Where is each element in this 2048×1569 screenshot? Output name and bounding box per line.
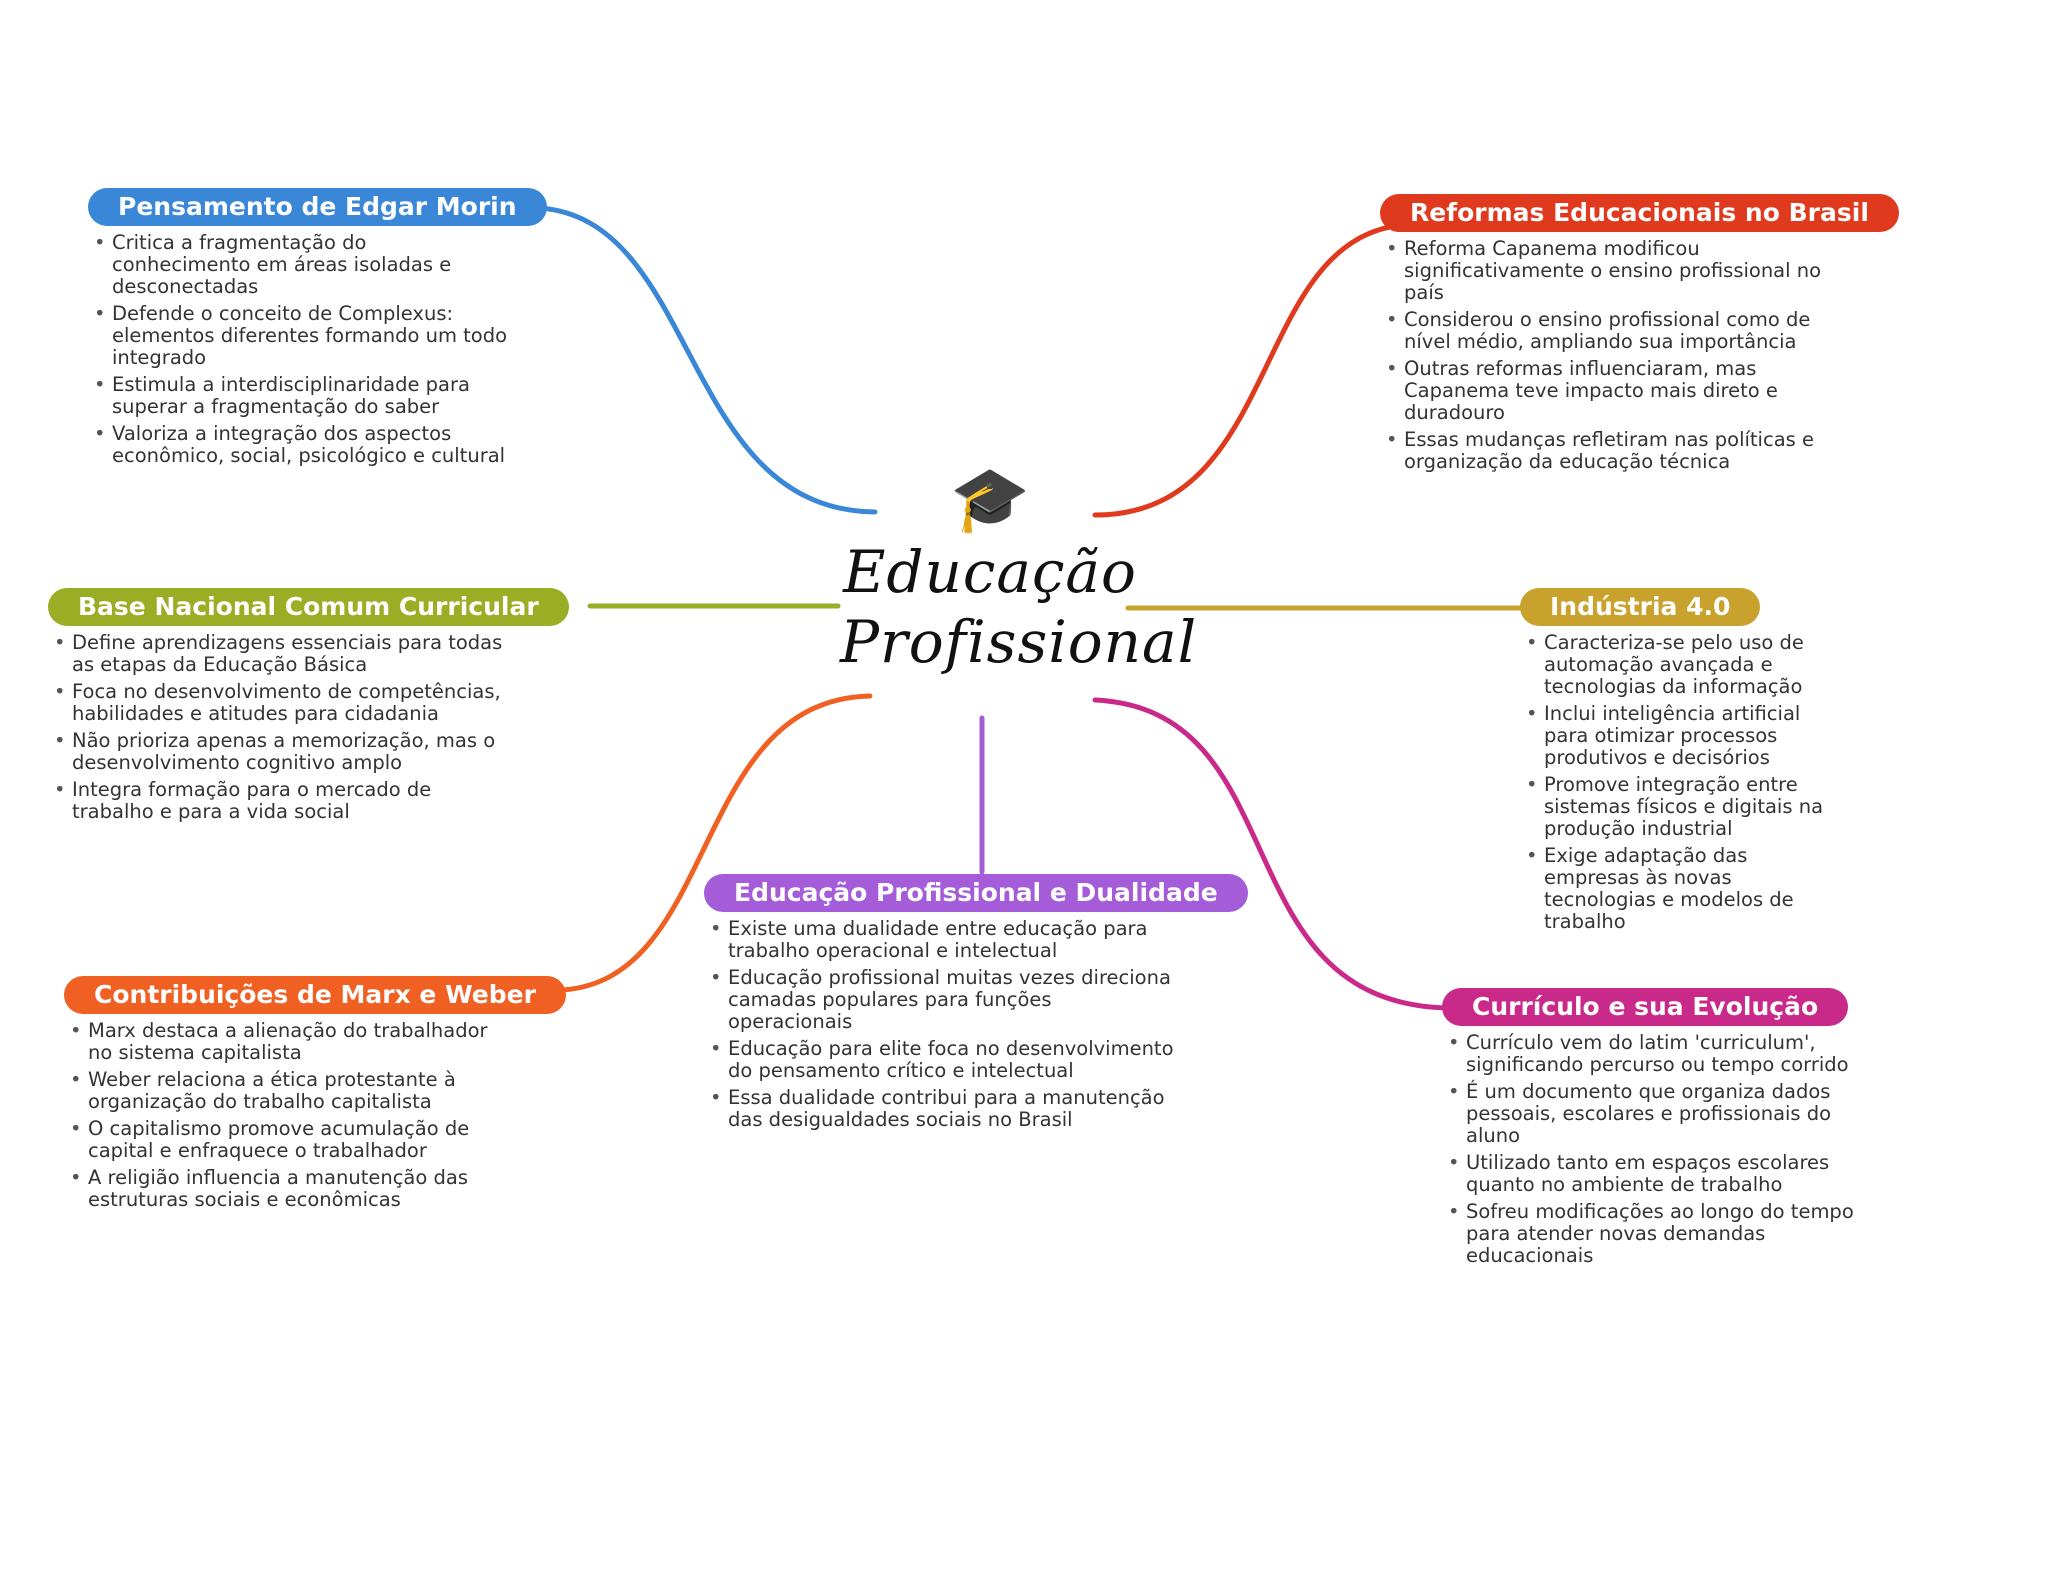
branch-industria: Indústria 4.0 Caracteriza-se pelo uso de… <box>1520 588 1830 938</box>
link-curriculo <box>1092 697 1453 1011</box>
bullet-list: Critica a fragmentação do conhecimento e… <box>88 232 508 467</box>
list-item: Weber relaciona a ética protestante à or… <box>64 1069 504 1113</box>
list-item: Utilizado tanto em espaços escolares qua… <box>1442 1152 1872 1196</box>
list-item: A religião influencia a manutenção das e… <box>64 1167 504 1211</box>
list-item: Inclui inteligência artificial para otim… <box>1520 703 1830 769</box>
list-item: Essa dualidade contribui para a manutenç… <box>704 1087 1179 1131</box>
list-item: Existe uma dualidade entre educação para… <box>704 918 1179 962</box>
branch-title[interactable]: Educação Profissional e Dualidade <box>704 874 1248 912</box>
list-item: Valoriza a integração dos aspectos econô… <box>88 423 508 467</box>
list-item: Estimula a interdisciplinaridade para su… <box>88 374 508 418</box>
list-item: Educação profissional muitas vezes direc… <box>704 967 1179 1033</box>
branch-title[interactable]: Reformas Educacionais no Brasil <box>1380 194 1899 232</box>
list-item: Sofreu modificações ao longo do tempo pa… <box>1442 1201 1872 1267</box>
branch-curriculo: Currículo e sua Evolução Currículo vem d… <box>1442 988 1872 1272</box>
bullet-list: Marx destaca a alienação do trabalhador … <box>64 1020 504 1211</box>
bullet-list: Define aprendizagens essenciais para tod… <box>48 632 518 823</box>
list-item: Reforma Capanema modificou significativa… <box>1380 238 1850 304</box>
branch-title[interactable]: Indústria 4.0 <box>1520 588 1761 626</box>
list-item: Exige adaptação das empresas às novas te… <box>1520 845 1830 933</box>
list-item: Essas mudanças refletiram nas políticas … <box>1380 429 1850 473</box>
list-item: Promove integração entre sistemas físico… <box>1520 774 1830 840</box>
graduation-cap-icon: 🎓 <box>950 463 1030 537</box>
list-item: Outras reformas influenciaram, mas Capan… <box>1380 358 1850 424</box>
list-item: Define aprendizagens essenciais para tod… <box>48 632 518 676</box>
branch-title[interactable]: Contribuições de Marx e Weber <box>64 976 566 1014</box>
link-marx-weber <box>559 693 873 993</box>
list-item: Caracteriza-se pelo uso de automação ava… <box>1520 632 1830 698</box>
list-item: Não prioriza apenas a memorização, mas o… <box>48 730 518 774</box>
branch-reformas: Reformas Educacionais no Brasil Reforma … <box>1380 194 1899 478</box>
list-item: Considerou o ensino profissional como de… <box>1380 309 1850 353</box>
branch-marx-weber: Contribuições de Marx e Weber Marx desta… <box>64 976 566 1216</box>
branch-bncc: Base Nacional Comum Curricular Define ap… <box>48 588 569 828</box>
list-item: O capitalismo promove acumulação de capi… <box>64 1118 504 1162</box>
bullet-list: Reforma Capanema modificou significativa… <box>1380 238 1850 473</box>
list-item: Currículo vem do latim 'curriculum', sig… <box>1442 1032 1872 1076</box>
central-title-line1: Educação <box>843 538 1137 606</box>
list-item: Educação para elite foca no desenvolvime… <box>704 1038 1179 1082</box>
branch-dualidade: Educação Profissional e Dualidade Existe… <box>704 874 1248 1136</box>
list-item: Integra formação para o mercado de traba… <box>48 779 518 823</box>
bullet-list: Existe uma dualidade entre educação para… <box>704 918 1179 1131</box>
list-item: Critica a fragmentação do conhecimento e… <box>88 232 508 298</box>
central-title-line2: Profissional <box>840 608 1198 676</box>
list-item: Marx destaca a alienação do trabalhador … <box>64 1020 504 1064</box>
link-reformas <box>1092 223 1398 518</box>
link-morin <box>537 205 878 515</box>
branch-morin: Pensamento de Edgar Morin Critica a frag… <box>88 188 547 472</box>
list-item: Defende o conceito de Complexus: element… <box>88 303 508 369</box>
central-topic: 🎓 Educação Profissional <box>840 460 1198 690</box>
list-item: É um documento que organiza dados pessoa… <box>1442 1081 1872 1147</box>
list-item: Foca no desenvolvimento de competências,… <box>48 681 518 725</box>
branch-title[interactable]: Base Nacional Comum Curricular <box>48 588 569 626</box>
branch-title[interactable]: Currículo e sua Evolução <box>1442 988 1849 1026</box>
bullet-list: Caracteriza-se pelo uso de automação ava… <box>1520 632 1830 933</box>
bullet-list: Currículo vem do latim 'curriculum', sig… <box>1442 1032 1872 1267</box>
branch-title[interactable]: Pensamento de Edgar Morin <box>88 188 547 226</box>
